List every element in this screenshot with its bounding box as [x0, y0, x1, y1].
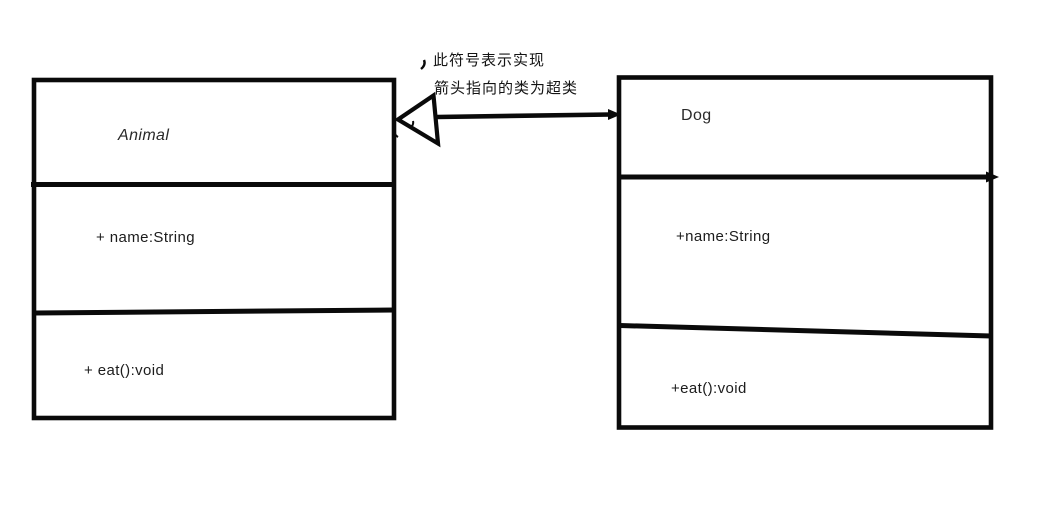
- dog-attribute-label: +name:String: [676, 228, 771, 245]
- dog-attribute-divider: [619, 323, 992, 339]
- divider-stray-arrow-tip: [986, 171, 999, 183]
- annotation-line-2: 箭头指向的类为超类: [434, 80, 579, 97]
- connector-end-tick: [608, 109, 621, 120]
- hollow-triangle-arrowhead-icon: [394, 91, 441, 148]
- dog-method-label: +eat():void: [671, 380, 747, 397]
- connector-line: [436, 112, 612, 120]
- dog-class-name: Dog: [681, 107, 712, 124]
- inheritance-connector: [393, 91, 621, 148]
- animal-box-border: [31, 77, 397, 421]
- stray-pen-mark-below-tip: [393, 128, 399, 138]
- stray-pen-mark-inside-triangle: [409, 120, 415, 129]
- animal-class-name: Animal: [118, 127, 170, 144]
- dog-box-border: [616, 75, 994, 430]
- animal-attribute-label: + name:String: [96, 229, 196, 246]
- animal-method-label: + eat():void: [84, 362, 165, 379]
- annotation-line-1: 此符号表示实现: [433, 52, 546, 69]
- animal-class-box: [31, 77, 397, 421]
- animal-attribute-divider: [34, 307, 396, 316]
- dog-class-box: [616, 75, 999, 430]
- stray-comma-mark: [420, 59, 426, 70]
